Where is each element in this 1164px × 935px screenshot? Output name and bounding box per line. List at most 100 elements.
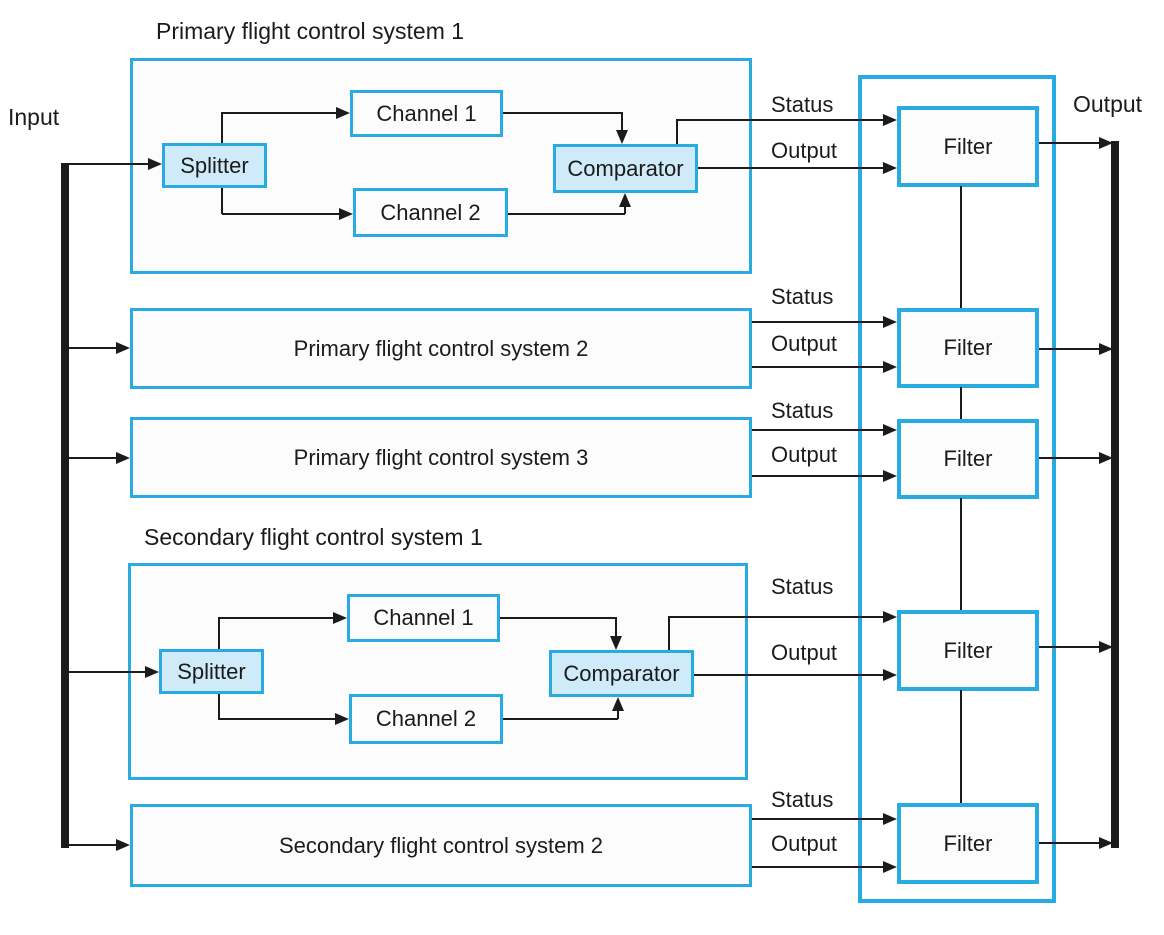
output-line-sfcs2 [752, 866, 883, 868]
output-line-sfcs1 [694, 674, 883, 676]
output-label-pfcs2: Output [771, 331, 838, 356]
filter-block-2: Filter [897, 308, 1039, 388]
comparator-block-sfcs1: Comparator [549, 650, 694, 697]
arrowhead-output-into-filter4 [883, 669, 897, 681]
arrowhead-into-channel1-sfcs1 [333, 612, 347, 624]
status-line-pfcs3 [752, 429, 883, 431]
input-branch-line-pfcs1 [65, 163, 149, 165]
filter-block-1: Filter [897, 106, 1039, 187]
status-label-sfcs1: Status [771, 574, 834, 599]
arrowhead-into-sfcs2 [116, 839, 130, 851]
output-label-pfcs3: Output [771, 442, 838, 467]
arrowhead-output-into-filter5 [883, 861, 897, 873]
channel2-to-comparator-line-pfcs1 [624, 205, 626, 214]
splitter-to-channel2-line-pfcs1 [222, 213, 339, 215]
arrowhead-status-into-filter4 [883, 611, 897, 623]
channel1-to-comparator-line-sfcs1 [500, 617, 616, 619]
arrowhead-into-pfcs3 [116, 452, 130, 464]
status-label-pfcs2: Status [771, 284, 834, 309]
channel2-to-comparator-line-pfcs1 [508, 213, 625, 215]
splitter-to-channel1-line-sfcs1 [219, 617, 333, 619]
system-title-sfcs1: Secondary flight control system 1 [144, 524, 483, 550]
splitter-block-pfcs1: Splitter [162, 143, 267, 188]
arrowhead-into-channel2-sfcs1 [335, 713, 349, 725]
filter2-output-line [1039, 348, 1099, 350]
status-line-pfcs1 [676, 119, 678, 144]
filter-block-5: Filter [897, 803, 1039, 884]
output-label-sfcs1: Output [771, 640, 838, 665]
splitter-to-channel2-line-sfcs1 [218, 694, 220, 720]
filter2-filter3-link-line [960, 387, 962, 419]
arrowhead-output-into-filter3 [883, 470, 897, 482]
output-line-pfcs3 [752, 475, 883, 477]
arrowhead-status-into-filter5 [883, 813, 897, 825]
channel1-block-pfcs1: Channel 1 [350, 90, 503, 137]
filter-block-4: Filter [897, 610, 1039, 691]
arrowhead-status-into-filter3 [883, 424, 897, 436]
channel1-block-sfcs1: Channel 1 [347, 594, 500, 642]
arrowhead-into-splitter-pfcs1 [148, 158, 162, 170]
channel1-to-comparator-line-sfcs1 [615, 617, 617, 636]
filter1-filter2-link-line [960, 186, 962, 308]
channel2-block-pfcs1: Channel 2 [353, 188, 508, 237]
output-label-pfcs1: Output [771, 138, 838, 163]
arrowhead-output-into-filter1 [883, 162, 897, 174]
status-label-sfcs2: Status [771, 787, 834, 812]
output-line-pfcs1 [698, 167, 883, 169]
input-label: Input [8, 104, 60, 130]
splitter-to-channel1-line-pfcs1 [221, 112, 223, 143]
output-label-sfcs2: Output [771, 831, 838, 856]
splitter-to-channel2-line-pfcs1 [221, 188, 223, 214]
output-bus-line [1111, 141, 1119, 848]
status-line-sfcs2 [752, 818, 883, 820]
system-title-pfcs1: Primary flight control system 1 [156, 18, 465, 44]
arrowhead-filter4-to-bus [1099, 641, 1113, 653]
status-label-pfcs1: Status [771, 92, 834, 117]
system-box-pfcs3: Primary flight control system 3 [130, 417, 752, 498]
filter5-output-line [1039, 842, 1099, 844]
arrowhead-into-channel1-pfcs1 [336, 107, 350, 119]
filter3-filter4-link-line [960, 498, 962, 610]
arrowhead-into-comparator-top-pfcs1 [616, 130, 628, 144]
arrowhead-status-into-filter2 [883, 316, 897, 328]
filter-block-3: Filter [897, 419, 1039, 499]
channel1-to-comparator-line-pfcs1 [503, 112, 622, 114]
filter3-output-line [1039, 457, 1099, 459]
arrowhead-into-comparator-top-sfcs1 [610, 636, 622, 650]
arrowhead-filter5-to-bus [1099, 837, 1113, 849]
system-box-sfcs2: Secondary flight control system 2 [130, 804, 752, 887]
output-line-pfcs2 [752, 366, 883, 368]
input-branch-line-sfcs1 [65, 671, 145, 673]
arrowhead-into-pfcs2 [116, 342, 130, 354]
channel2-block-sfcs1: Channel 2 [349, 694, 503, 744]
channel2-to-comparator-line-sfcs1 [617, 711, 619, 719]
arrowhead-into-splitter-sfcs1 [145, 666, 159, 678]
arrowhead-status-into-filter1 [883, 114, 897, 126]
filter4-output-line [1039, 646, 1099, 648]
output-label: Output [1073, 91, 1143, 117]
channel2-to-comparator-line-sfcs1 [503, 718, 618, 720]
arrowhead-filter1-to-bus [1099, 137, 1113, 149]
arrowhead-filter2-to-bus [1099, 343, 1113, 355]
status-label-pfcs3: Status [771, 398, 834, 423]
status-line-pfcs1 [677, 119, 883, 121]
input-branch-line-pfcs3 [65, 457, 116, 459]
arrowhead-filter3-to-bus [1099, 452, 1113, 464]
arrowhead-into-channel2-pfcs1 [339, 208, 353, 220]
input-branch-line-pfcs2 [65, 347, 116, 349]
filter4-filter5-link-line [960, 690, 962, 803]
input-bus-line [61, 163, 69, 848]
splitter-block-sfcs1: Splitter [159, 649, 264, 694]
status-line-sfcs1 [669, 616, 883, 618]
comparator-block-pfcs1: Comparator [553, 144, 698, 193]
arrowhead-into-comparator-bottom-sfcs1 [612, 697, 624, 711]
splitter-to-channel2-line-sfcs1 [219, 718, 335, 720]
system-box-pfcs2: Primary flight control system 2 [130, 308, 752, 389]
arrowhead-into-comparator-bottom-pfcs1 [619, 193, 631, 207]
splitter-to-channel1-line-pfcs1 [222, 112, 336, 114]
input-branch-line-sfcs2 [65, 844, 116, 846]
status-line-pfcs2 [752, 321, 883, 323]
status-line-sfcs1 [668, 616, 670, 650]
channel1-to-comparator-line-pfcs1 [621, 112, 623, 130]
